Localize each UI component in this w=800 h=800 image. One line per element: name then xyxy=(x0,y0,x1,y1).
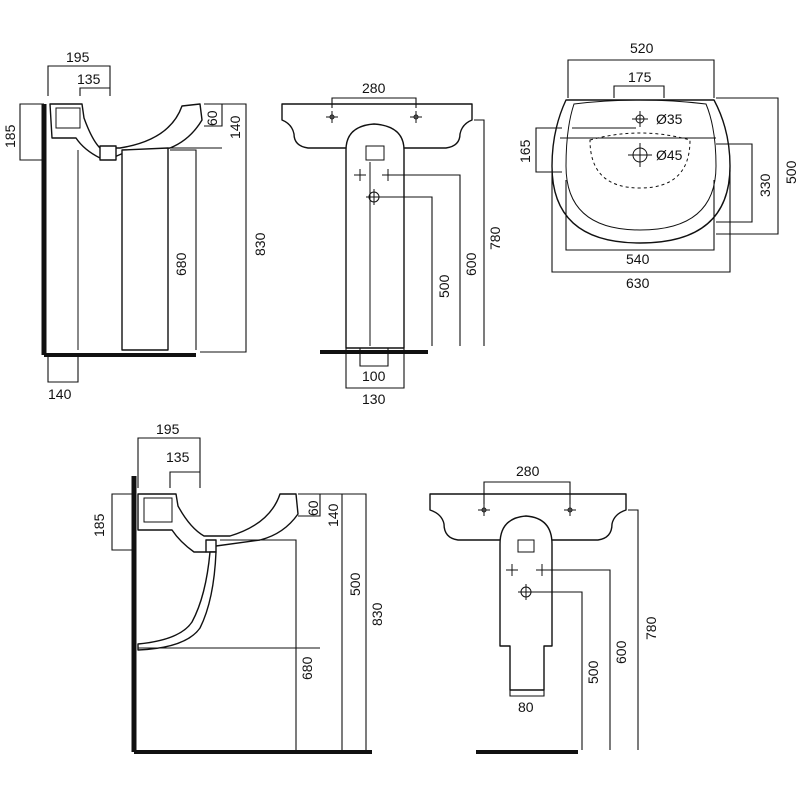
dim-label-165: 165 xyxy=(517,139,533,163)
dim-label-520: 520 xyxy=(630,40,654,56)
dim-label-60: 60 xyxy=(204,110,220,126)
drain-hole-mark xyxy=(628,143,652,167)
dim-line-130 xyxy=(345,348,405,389)
trap-outlet xyxy=(99,145,117,161)
wall-fixing-marks xyxy=(506,564,548,600)
dim-line-100 xyxy=(359,348,389,367)
dim-line-80 xyxy=(509,690,545,697)
dim-line-500 xyxy=(716,97,779,235)
front-view-pedestal: 280 600 780 500 100 130 xyxy=(281,80,503,407)
fixing-mark-left xyxy=(478,504,490,516)
dim-line-175 xyxy=(613,85,665,98)
dim-line-140 xyxy=(298,493,343,750)
front-view-semi-pedestal: 280 500 600 780 80 xyxy=(429,463,659,754)
dim-line-520 xyxy=(567,59,715,98)
dim-label-140b: 140 xyxy=(48,386,72,402)
dim-label-680: 680 xyxy=(299,656,315,680)
dim-label-195: 195 xyxy=(66,49,90,65)
basin-plan-outline xyxy=(551,99,731,244)
dim-label-140: 140 xyxy=(227,115,243,139)
basin-profile xyxy=(137,493,299,553)
dim-line-280 xyxy=(331,97,417,108)
dim-label-135: 135 xyxy=(166,449,190,465)
dim-label-600: 600 xyxy=(613,640,629,664)
semi-pedestal-front xyxy=(499,515,553,691)
fixing-mark-right xyxy=(410,111,422,123)
dim-line-500 xyxy=(380,196,433,346)
dim-label-500: 500 xyxy=(585,660,601,684)
dim-label-d45: Ø45 xyxy=(656,147,683,163)
dim-label-540: 540 xyxy=(626,251,650,267)
side-view-semi-pedestal: 195 135 185 60 140 500 830 680 xyxy=(91,421,385,754)
dim-label-140: 140 xyxy=(325,503,341,527)
dim-line-540 xyxy=(565,180,715,251)
dim-label-195: 195 xyxy=(156,421,180,437)
dim-label-500: 500 xyxy=(783,160,799,184)
pedestal-front xyxy=(345,123,405,349)
dim-line-135 xyxy=(169,471,200,488)
dim-label-d35: Ø35 xyxy=(656,111,683,127)
dim-label-780: 780 xyxy=(487,226,503,250)
side-view-pedestal: 195 135 185 60 140 680 830 140 xyxy=(2,49,268,402)
tap-hole-mark xyxy=(632,111,648,127)
dim-line-280 xyxy=(483,481,571,504)
wall-fixing-marks xyxy=(354,169,394,205)
dim-line-185 xyxy=(19,103,44,161)
pedestal xyxy=(121,147,169,351)
dim-line-780 xyxy=(628,509,639,750)
basin-plan-bowl xyxy=(565,99,717,231)
dim-label-185: 185 xyxy=(91,513,107,537)
dim-line-500 xyxy=(534,591,583,750)
dim-line-680 xyxy=(170,149,197,350)
dim-label-100: 100 xyxy=(362,368,386,384)
dim-label-630: 630 xyxy=(626,275,650,291)
basin-inner xyxy=(55,107,81,129)
basin-inner xyxy=(143,497,173,523)
dim-line-780 xyxy=(474,119,485,346)
dim-label-780: 780 xyxy=(643,616,659,640)
dim-line-830 xyxy=(200,103,247,353)
dim-line-135 xyxy=(79,87,110,96)
dim-line-195 xyxy=(137,437,201,488)
trap-outlet xyxy=(205,539,217,553)
dim-label-185: 185 xyxy=(2,124,18,148)
dim-label-500: 500 xyxy=(436,274,452,298)
dim-line-600 xyxy=(548,569,611,750)
dim-label-280: 280 xyxy=(516,463,540,479)
dim-label-130: 130 xyxy=(362,391,386,407)
dim-label-330: 330 xyxy=(757,173,773,197)
dim-line-600 xyxy=(392,174,461,346)
dim-label-60: 60 xyxy=(305,500,321,516)
dim-label-80: 80 xyxy=(518,699,534,715)
dim-line-330 xyxy=(716,143,753,223)
basin-profile xyxy=(49,103,203,159)
plan-view: 520 175 Ø35 Ø45 165 330 500 540 630 xyxy=(517,40,799,291)
dim-line-680 xyxy=(220,539,297,750)
dim-line-140b xyxy=(47,355,79,383)
dim-line-830 xyxy=(298,493,367,750)
fixing-mark-left xyxy=(326,111,338,123)
semi-pedestal xyxy=(137,551,217,651)
dim-line-195 xyxy=(47,65,111,96)
dim-label-600: 600 xyxy=(463,252,479,276)
dim-label-830: 830 xyxy=(252,232,268,256)
dim-label-500: 500 xyxy=(347,572,363,596)
fixing-mark-right xyxy=(564,504,576,516)
dim-line-165 xyxy=(535,127,562,173)
dim-label-135: 135 xyxy=(77,71,101,87)
dim-label-830: 830 xyxy=(369,602,385,626)
dim-line-630 xyxy=(551,170,731,273)
dim-label-175: 175 xyxy=(628,69,652,85)
dim-label-280: 280 xyxy=(362,80,386,96)
dim-label-680: 680 xyxy=(173,252,189,276)
trap-outlet xyxy=(365,145,385,161)
trap-outlet xyxy=(517,539,535,553)
dim-line-185 xyxy=(111,493,134,551)
